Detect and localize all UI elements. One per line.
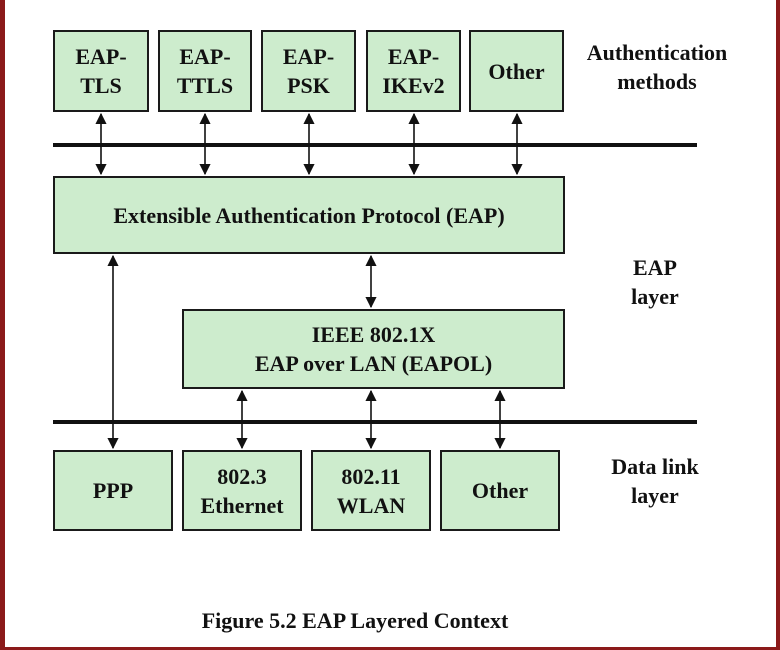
method-line1: EAP- xyxy=(387,44,440,69)
link-line2: WLAN xyxy=(336,492,406,518)
eap-layer-line2: layer xyxy=(631,284,679,309)
method-line1: EAP- xyxy=(282,44,335,69)
link-line1: Other xyxy=(471,478,529,503)
method-box-eap-ttls: EAP- TTLS xyxy=(158,30,252,112)
eap-layer-label: EAP layer xyxy=(605,253,705,311)
method-line2: PSK xyxy=(287,73,330,98)
top-layer-divider xyxy=(53,143,697,147)
method-line1: EAP- xyxy=(75,44,127,69)
auth-label-line2: methods xyxy=(617,69,697,94)
link-line1: PPP xyxy=(92,478,134,503)
method-box-eap-psk: EAP- PSK xyxy=(261,30,356,112)
datalink-line1: Data link xyxy=(611,454,699,479)
data-link-layer-label: Data link layer xyxy=(595,452,715,510)
method-box-other: Other xyxy=(469,30,564,112)
diagram-canvas: EAP- TLS EAP- TTLS EAP- PSK EAP- IKEv2 Other… xyxy=(5,0,776,647)
link-line1: 802.3 xyxy=(217,463,267,489)
auth-label-line1: Authentication xyxy=(586,40,728,65)
method-box-eap-ikev2: EAP- IKEv2 xyxy=(366,30,461,112)
link-line2: Ethernet xyxy=(200,492,284,518)
eapol-line1: IEEE 802.1X xyxy=(311,322,436,347)
figure-caption: Figure 5.2 EAP Layered Context xyxy=(201,608,509,633)
method-line1: EAP- xyxy=(179,44,231,69)
eap-box-label: Extensible Authentication Protocol (EAP) xyxy=(113,202,505,228)
method-line2: IKEv2 xyxy=(382,73,445,98)
eap-layer-line1: EAP xyxy=(633,255,677,280)
method-line1: Other xyxy=(488,58,545,84)
method-line2: TTLS xyxy=(176,73,234,98)
eapol-line2: EAP over LAN (EAPOL) xyxy=(254,351,493,376)
datalink-line2: layer xyxy=(631,483,679,508)
link-box-ppp: PPP xyxy=(53,450,173,531)
connector-arrows xyxy=(95,112,523,450)
eapol-box: IEEE 802.1X EAP over LAN (EAPOL) xyxy=(182,309,565,389)
method-box-eap-tls: EAP- TLS xyxy=(53,30,149,112)
auth-methods-label: Authentication methods xyxy=(577,38,737,96)
link-line1: 802.11 xyxy=(341,463,401,489)
method-line2: TLS xyxy=(80,73,122,98)
link-box-other: Other xyxy=(440,450,560,531)
eap-protocol-box: Extensible Authentication Protocol (EAP) xyxy=(53,176,565,254)
